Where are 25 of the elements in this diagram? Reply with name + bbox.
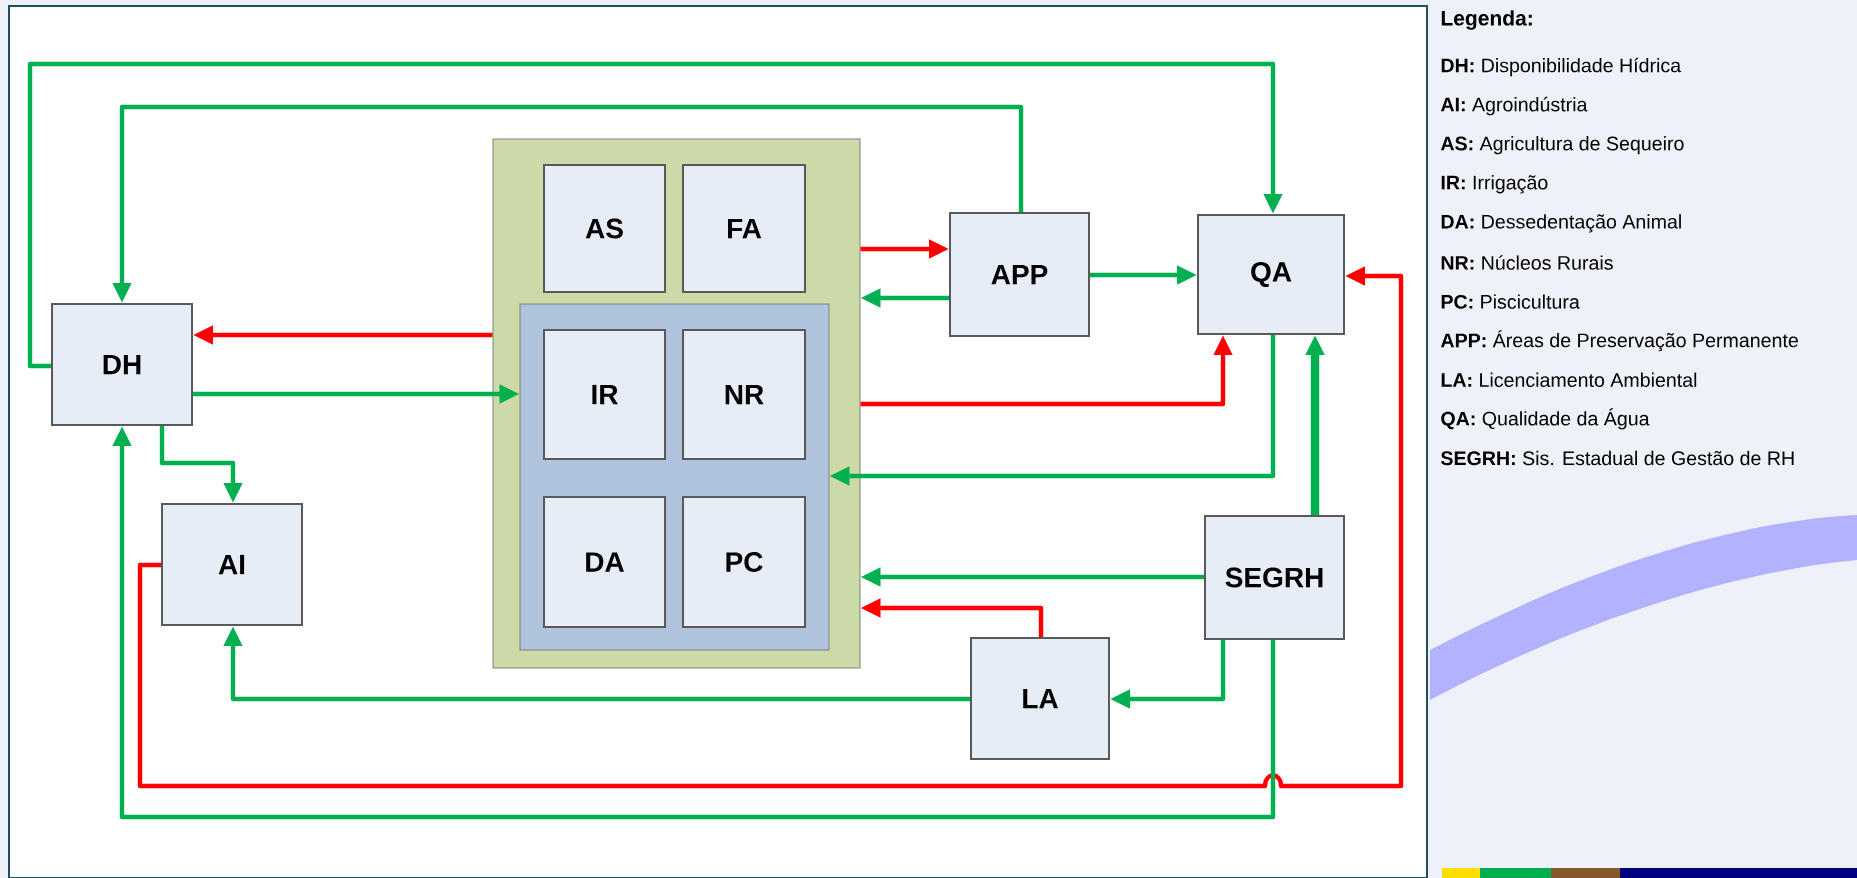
- process-box: DA: [543, 496, 666, 628]
- process-box: APP: [949, 212, 1090, 337]
- legend-entry: AS: Agricultura de Sequeiro: [1440, 136, 1684, 155]
- legend-entry: SEGRH: Sis. Estadual de Gestão de RH: [1441, 450, 1794, 466]
- legend-entry: APP: Áreas de Preservação Permanente: [1440, 330, 1798, 352]
- legend-entry: PC: Piscicultura: [1441, 294, 1580, 309]
- process-box: SEGRH: [1204, 515, 1345, 640]
- process-box: AS: [543, 164, 666, 293]
- legend-entry: DH: Disponibilidade Hídrica: [1441, 57, 1682, 77]
- arrow: [27, 61, 1283, 369]
- process-box: FA: [682, 164, 806, 293]
- process-box: NR: [682, 329, 806, 460]
- legend-entry: LA: Licenciamento Ambiental: [1441, 372, 1697, 387]
- legend-entry: DA: Dessedentação Animal: [1441, 214, 1681, 233]
- legend-entry: NR: Núcleos Rurais: [1441, 255, 1613, 270]
- legend-entry: AI: Agroindústria: [1440, 96, 1588, 116]
- legend-entry: IR: Irrigação: [1441, 175, 1548, 194]
- process-box: AI: [161, 503, 303, 626]
- process-box: LA: [970, 637, 1110, 760]
- process-box: IR: [543, 329, 666, 460]
- legend-entry: QA: Qualidade da Água: [1441, 408, 1650, 430]
- process-box: QA: [1197, 214, 1345, 335]
- process-box: DH: [51, 303, 193, 426]
- legend-title: Legenda:: [1441, 10, 1532, 30]
- process-box: PC: [682, 496, 806, 628]
